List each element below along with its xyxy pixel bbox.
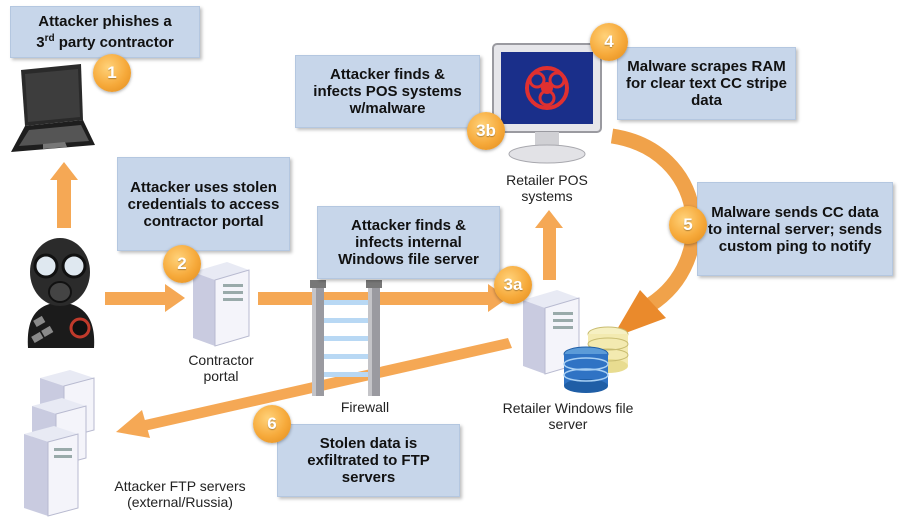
step-1-badge: 1 — [93, 54, 131, 92]
step-3a-badge: 3a — [494, 266, 532, 304]
laptop-icon — [3, 60, 98, 155]
step-1-box: Attacker phishes a 3rd party contractor — [10, 6, 200, 58]
step-4-badge: 4 — [590, 23, 628, 61]
contractor-portal-label: Contractor portal — [188, 352, 254, 384]
step-5-badge: 5 — [669, 206, 707, 244]
contractor-portal-server-icon — [183, 258, 255, 350]
file-server-label: Retailer Windows file server — [502, 400, 634, 432]
step-2-badge: 2 — [163, 245, 201, 283]
pos-systems-label: Retailer POS systems — [506, 172, 588, 204]
arrow-file-server-to-pos — [535, 210, 563, 280]
step-2-text: Attacker uses stolen credentials to acce… — [127, 178, 280, 230]
gas-mask-attacker-icon — [18, 236, 103, 348]
ftp-servers-icon — [20, 368, 116, 518]
step-1-text-line2: 3rd party contractor — [36, 33, 174, 51]
step-3b-text: Attacker finds & infects POS systems w/m… — [313, 66, 462, 117]
firewall-label: Firewall — [340, 399, 390, 415]
step-6-badge: 6 — [253, 405, 291, 443]
step-5-text: Malware sends CC data to internal server… — [707, 203, 883, 255]
step-3a-text: Attacker finds & infects internal Window… — [338, 217, 479, 268]
step-3b-box: Attacker finds & infects POS systems w/m… — [295, 55, 480, 128]
step-3b-badge: 3b — [467, 112, 505, 150]
step-1-text-line1: Attacker phishes a — [38, 13, 172, 30]
step-2-box: Attacker uses stolen credentials to acce… — [117, 157, 290, 251]
step-4-box: Malware scrapes RAM for clear text CC st… — [617, 47, 796, 120]
arrow-attacker-to-laptop — [50, 162, 78, 228]
database-icon — [562, 346, 610, 394]
ftp-servers-label: Attacker FTP servers (external/Russia) — [114, 478, 246, 510]
step-3a-box: Attacker finds & infects internal Window… — [317, 206, 500, 279]
step-6-box: Stolen data is exfiltrated to FTP server… — [277, 424, 460, 497]
step-5-box: Malware sends CC data to internal server… — [697, 182, 893, 276]
monitor-biohazard-icon — [487, 40, 607, 168]
step-4-text: Malware scrapes RAM for clear text CC st… — [626, 58, 787, 109]
arrow-attacker-to-portal — [105, 284, 185, 312]
firewall-icon — [308, 280, 393, 398]
step-6-text: Stolen data is exfiltrated to FTP server… — [307, 435, 430, 486]
